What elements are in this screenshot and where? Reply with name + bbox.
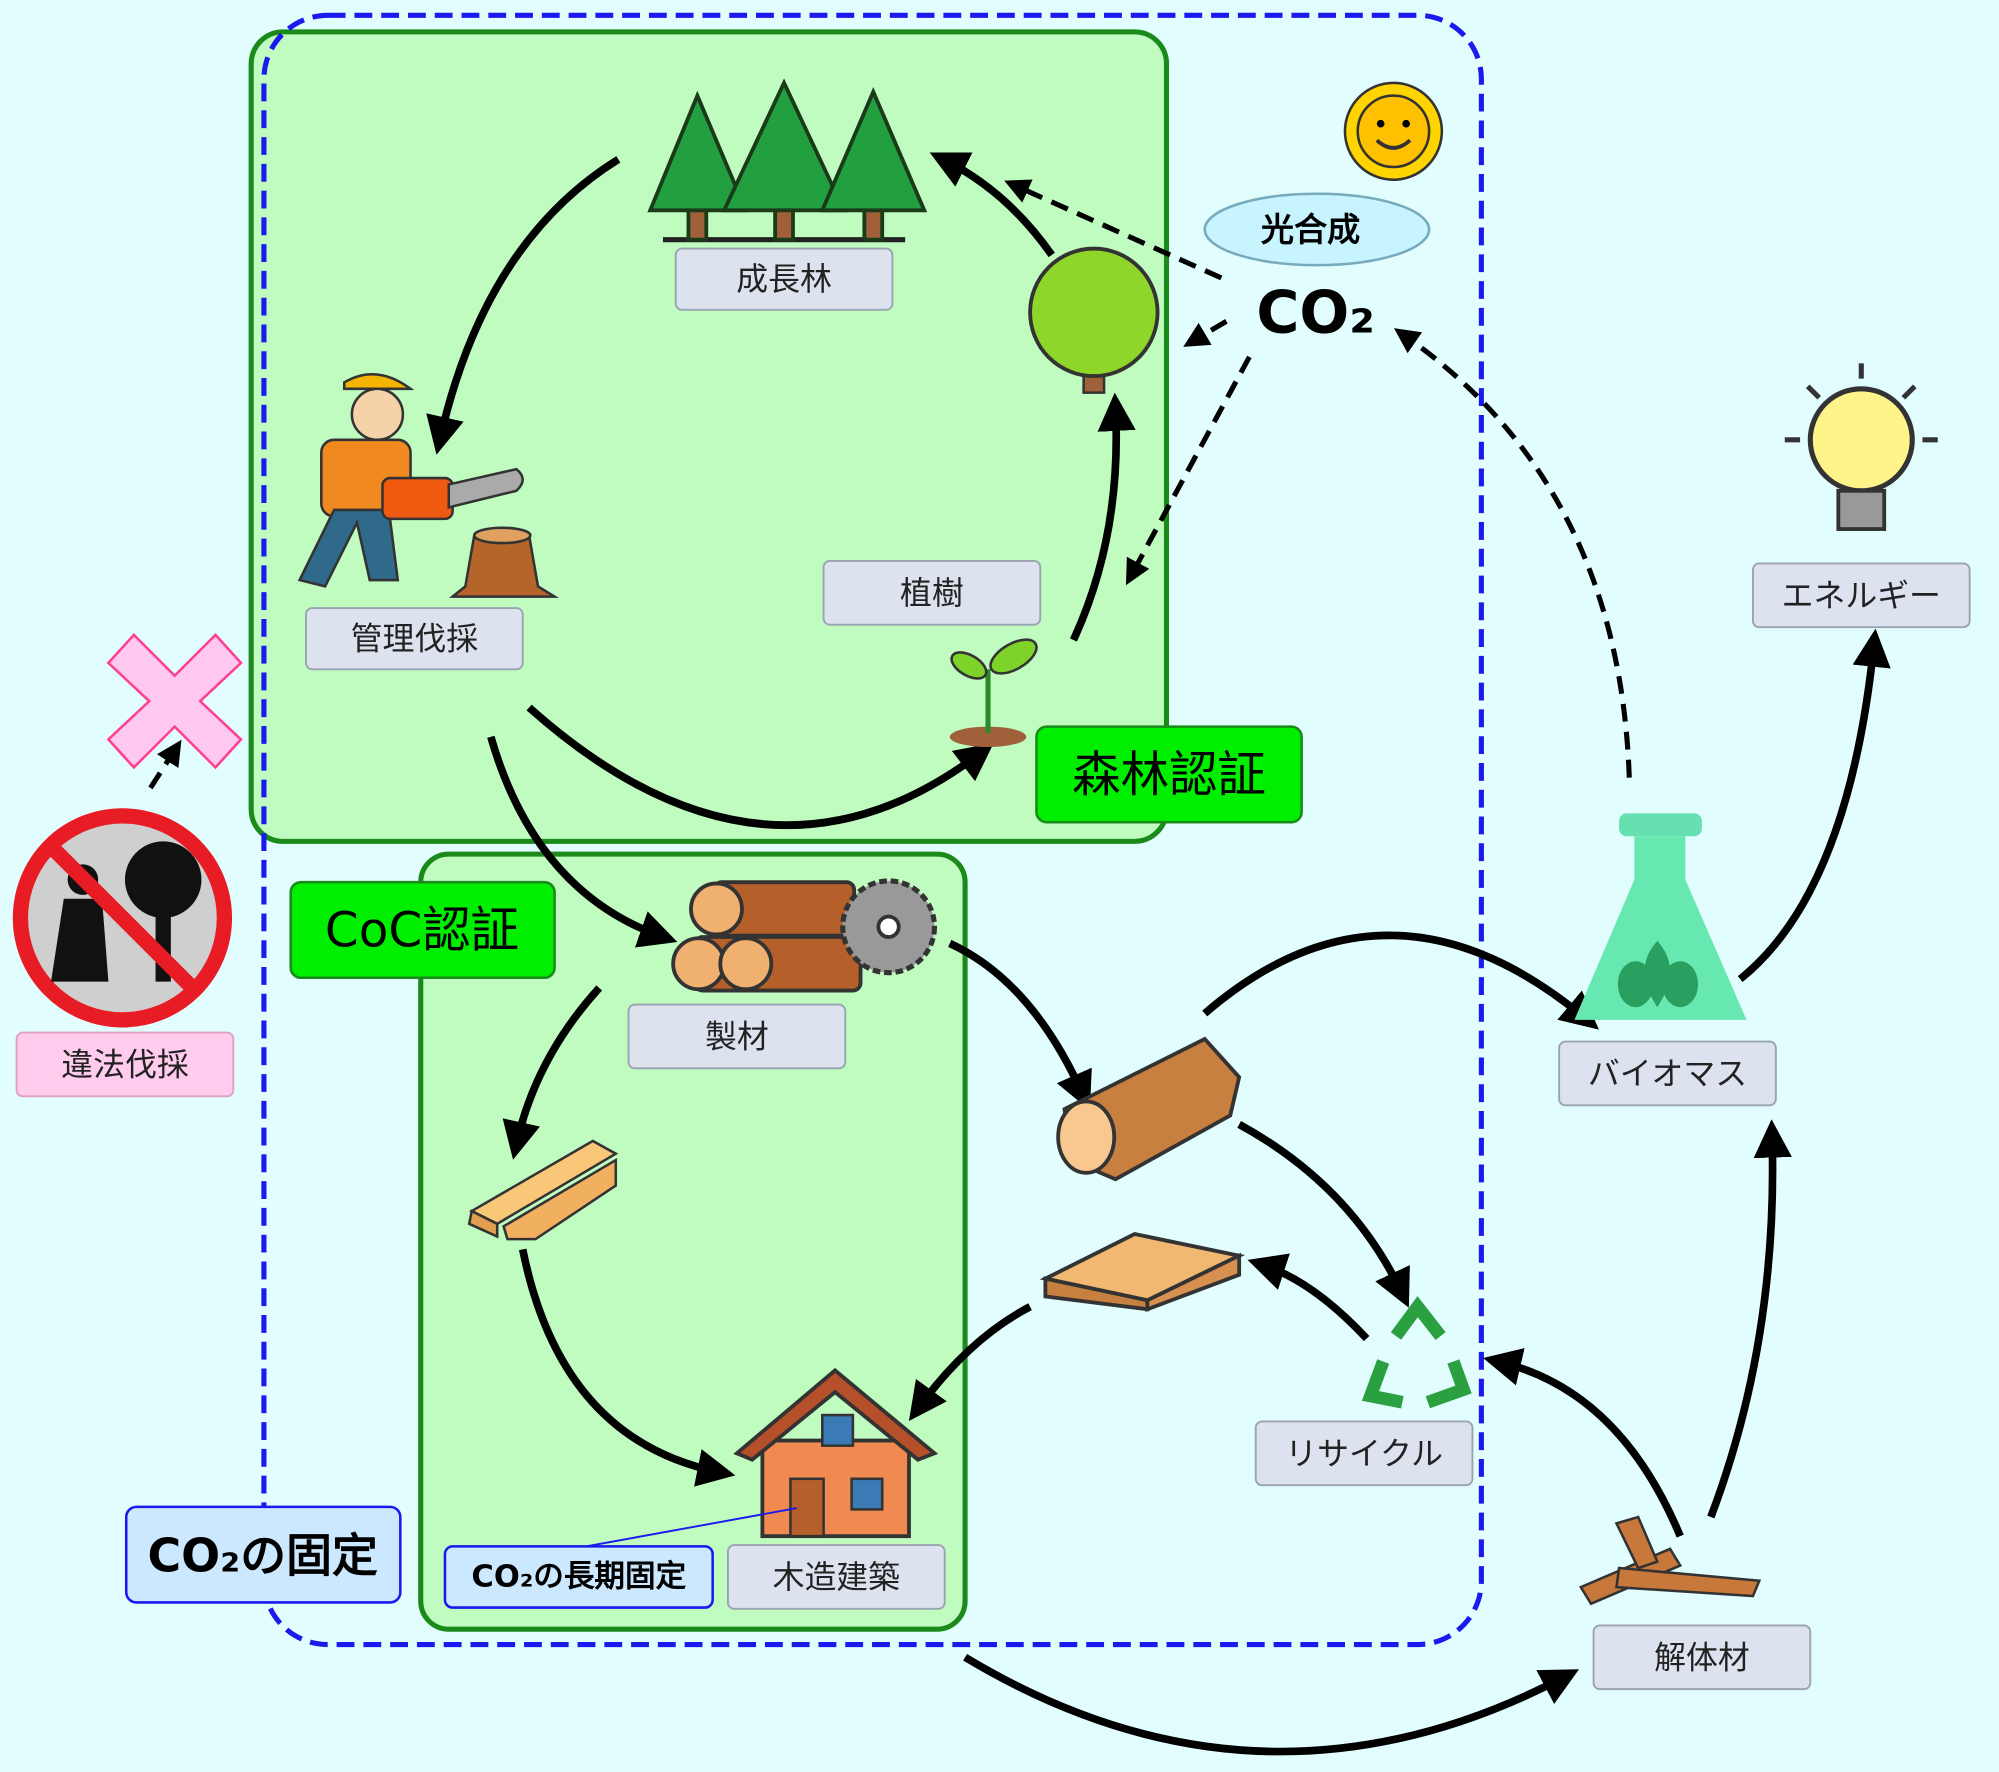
label-energy: エネルギー	[1751, 562, 1971, 629]
flow-arrows	[426, 152, 1891, 1756]
svg-text:製材: 製材	[705, 1017, 769, 1055]
demolition-wood-icon	[1578, 1515, 1762, 1606]
logs-with-saw-icon	[671, 878, 938, 993]
label-managed-logging: 管理伐採	[305, 607, 524, 671]
particle-board-icon	[1039, 1232, 1246, 1312]
pink-x-icon	[106, 633, 243, 770]
co2-fixation-boundary	[261, 12, 1484, 1648]
svg-text:CoC認証: CoC認証	[325, 903, 519, 959]
label-growing-forest: 成長林	[674, 247, 894, 311]
photosynthesis-cloud: 光合成	[1203, 192, 1431, 267]
label-recycle: リサイクル	[1254, 1420, 1474, 1487]
growing-forest-icon	[647, 78, 928, 243]
label-sawmill: 製材	[627, 1003, 847, 1070]
label-demolition-wood: 解体材	[1592, 1624, 1812, 1691]
recycle-icon	[1361, 1296, 1472, 1409]
forest-certification-badge: 森林認証	[1035, 725, 1303, 824]
photosynthesis-label: 光合成	[1261, 210, 1360, 249]
svg-text:管理伐採: 管理伐採	[351, 620, 479, 658]
svg-text:CO₂の長期固定: CO₂の長期固定	[471, 1559, 686, 1594]
coc-certification-badge: CoC認証	[289, 880, 556, 980]
no-illegal-logging-sign-icon	[12, 808, 233, 1028]
wooden-house-icon	[733, 1367, 939, 1539]
svg-text:森林認証: 森林認証	[1072, 747, 1266, 803]
biomass-flask-icon	[1574, 813, 1747, 1020]
svg-text:CO₂の固定: CO₂の固定	[147, 1528, 378, 1582]
label-planting: 植樹	[822, 559, 1042, 626]
sun-icon	[1343, 81, 1444, 182]
svg-text:成長林: 成長林	[736, 260, 832, 298]
svg-text:エネルギー: エネルギー	[1782, 576, 1941, 614]
co2-dashed-arrows	[148, 179, 1632, 790]
stump-icon	[448, 526, 560, 598]
lumber-icon	[467, 1139, 619, 1241]
sapling-icon	[949, 638, 1038, 748]
svg-text:植樹: 植樹	[900, 574, 964, 612]
co2-fixation-badge: CO₂の固定	[124, 1505, 402, 1604]
label-wooden-building: 木造建築	[727, 1544, 946, 1610]
label-illegal-logging: 違法伐採	[15, 1031, 235, 1098]
young-tree-icon	[1028, 246, 1160, 394]
svg-text:違法伐採: 違法伐採	[61, 1045, 189, 1083]
light-bulb-icon	[1784, 363, 1938, 531]
logger-with-chainsaw-icon	[297, 372, 524, 588]
svg-text:木造建築: 木造建築	[773, 1558, 900, 1596]
svg-text:リサイクル: リサイクル	[1285, 1434, 1443, 1472]
svg-text:バイオマス: バイオマス	[1588, 1054, 1747, 1092]
label-biomass: バイオマス	[1558, 1040, 1777, 1107]
co2-label: CO₂	[1256, 278, 1375, 346]
co2-long-term-fixation-badge: CO₂の長期固定	[443, 1507, 797, 1609]
svg-text:解体材: 解体材	[1654, 1638, 1750, 1676]
timber-log-icon	[1056, 1036, 1242, 1182]
